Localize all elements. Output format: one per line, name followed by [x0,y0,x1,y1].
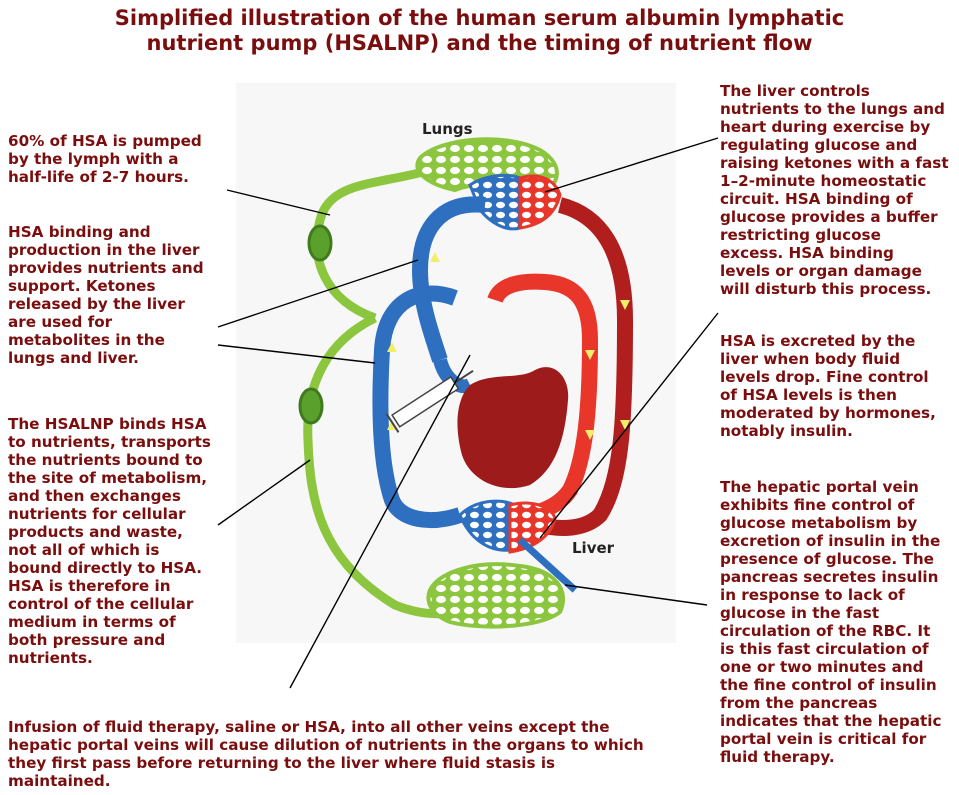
annotation-hsalnp: The HSALNP binds HSA to nutrients, trans… [8,415,211,667]
lungs-label: Lungs [422,120,473,138]
annotation-excreted: HSA is excreted by the liver when body f… [720,332,936,440]
annotation-infusion: Infusion of fluid therapy, saline or HSA… [8,718,644,790]
annotation-lymph-half-life: 60% of HSA is pumped by the lymph with a… [8,132,202,186]
annotation-portal-vein: The hepatic portal vein exhibits fine co… [720,478,941,766]
lymph-node-lower [300,389,322,423]
annotation-liver-controls: The liver controls nutrients to the lung… [720,82,949,298]
liver-label: Liver [572,539,614,557]
liver-lymph-network [428,564,563,626]
lymph-node-upper [309,226,331,260]
annotation-liver-binding: HSA binding and production in the liver … [8,223,204,367]
